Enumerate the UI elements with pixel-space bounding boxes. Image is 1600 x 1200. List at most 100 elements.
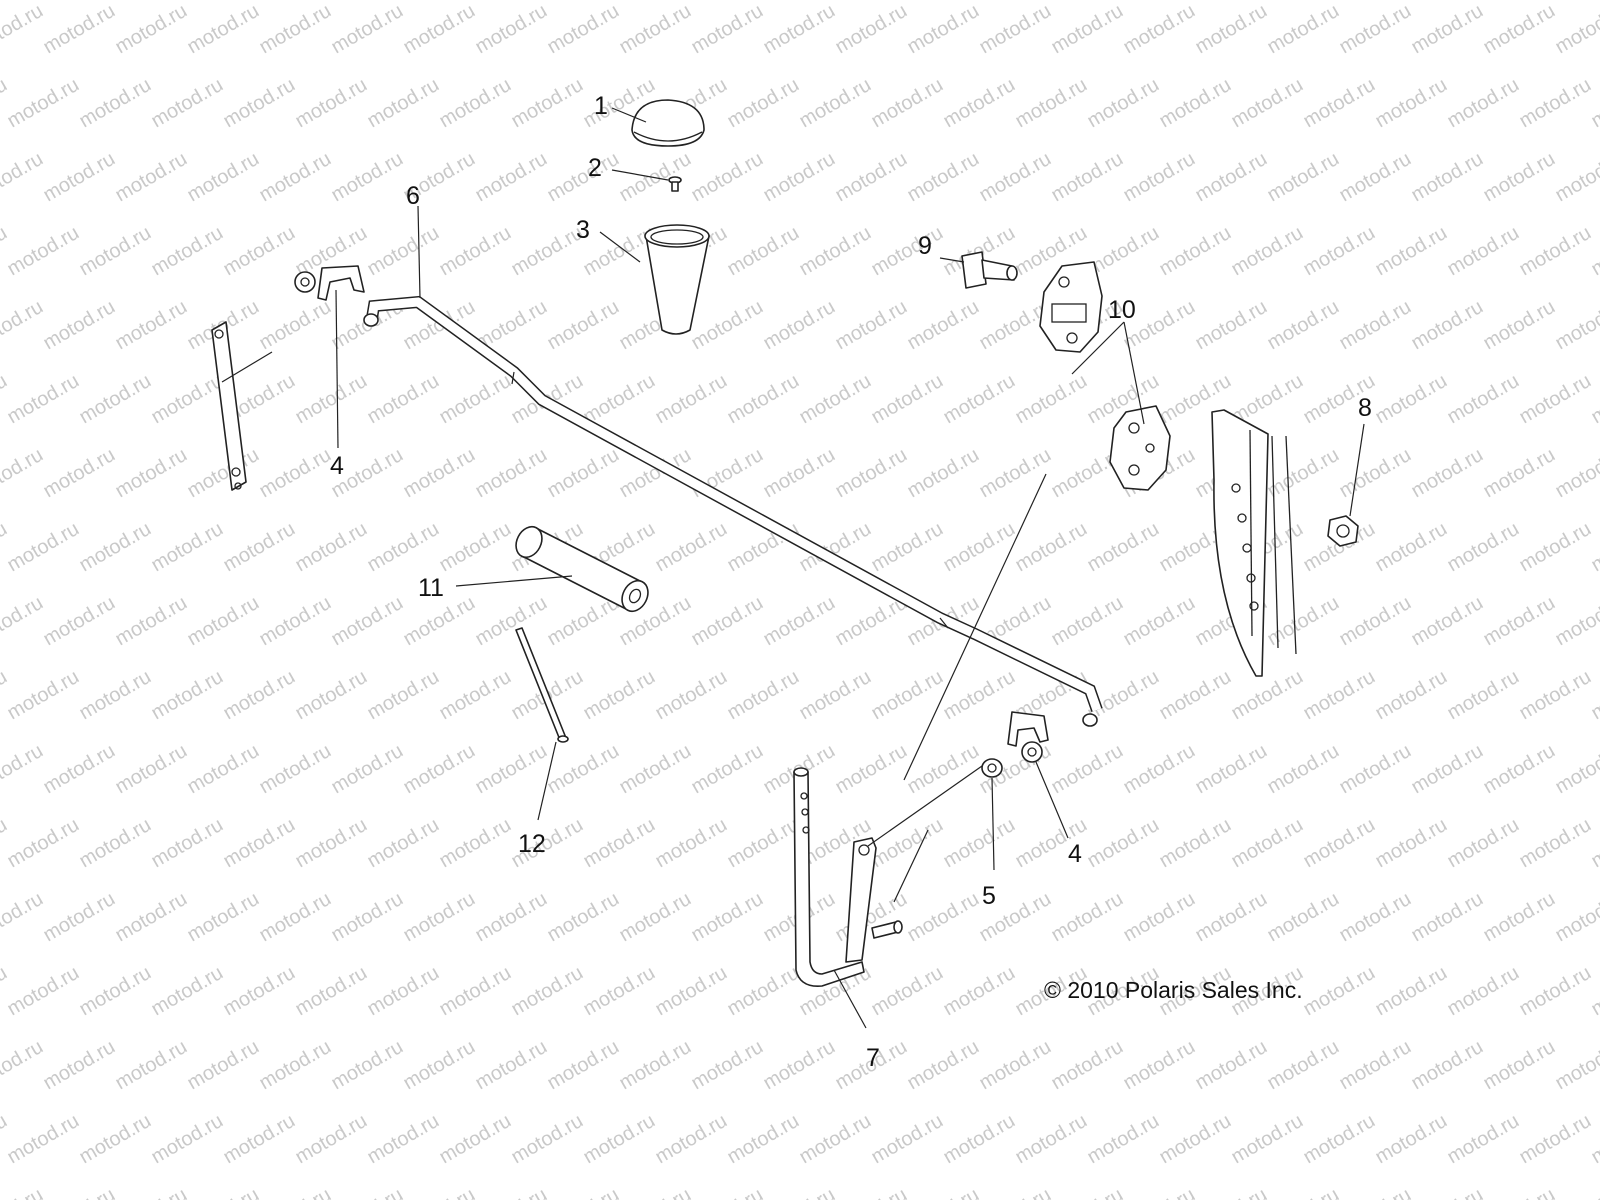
watermark-text: motod.ru [1012, 74, 1091, 133]
watermark-text: motod.ru [1192, 740, 1271, 799]
watermark-text: motod.ru [832, 888, 911, 947]
watermark-text: motod.ru [1264, 1036, 1343, 1095]
watermark-text: motod.ru [580, 666, 659, 725]
watermark-text: motod.ru [472, 888, 551, 947]
watermark-text: motod.ru [220, 518, 299, 577]
watermark-text: motod.ru [292, 370, 371, 429]
watermark-text: motod.ru [364, 814, 443, 873]
watermark-text: motod.ru [40, 592, 119, 651]
watermark-text: motod.ru [616, 1036, 695, 1095]
watermark-text: motod.ru [940, 518, 1019, 577]
watermark-text: motod.ru [364, 518, 443, 577]
watermark-text: motod.ru [364, 666, 443, 725]
watermark-text: motod.ru [1408, 0, 1487, 58]
watermark-text: motod.ru [832, 740, 911, 799]
watermark-text: motod.ru [1552, 444, 1600, 503]
callout-3: 3 [576, 216, 590, 244]
watermark-text: motod.ru [292, 962, 371, 1021]
callout-2: 2 [588, 154, 602, 182]
watermark-text: motod.ru [1372, 370, 1451, 429]
mounting-plate [1211, 409, 1297, 677]
callout-8: 8 [1358, 394, 1372, 422]
watermark-text: motod.ru [796, 1110, 875, 1169]
watermark-text: motod.ru [472, 1184, 551, 1200]
watermark-text: motod.ru [1156, 222, 1235, 281]
watermark-text: motod.ru [328, 592, 407, 651]
callout-6: 6 [406, 182, 420, 210]
watermark-text: motod.ru [760, 148, 839, 207]
watermark-text: motod.ru [256, 592, 335, 651]
watermark-text: motod.ru [1120, 592, 1199, 651]
watermark-text: motod.ru [724, 222, 803, 281]
watermark-text: motod.ru [1012, 370, 1091, 429]
callout-9: 9 [918, 232, 932, 260]
watermark-text: motod.ru [1264, 148, 1343, 207]
watermark-text: motod.ru [940, 814, 1019, 873]
watermark-text: motod.ru [256, 444, 335, 503]
watermark-text: motod.ru [220, 74, 299, 133]
watermark-text: motod.ru [904, 296, 983, 355]
part-2-screw [668, 176, 682, 192]
watermark-text: motod.ru [1552, 0, 1600, 58]
watermark-text: motod.ru [1048, 148, 1127, 207]
watermark-text: motod.ru [256, 740, 335, 799]
watermark-text: motod.ru [868, 962, 947, 1021]
watermark-text: motod.ru [616, 740, 695, 799]
watermark-text: motod.ru [1228, 666, 1307, 725]
watermark-text: motod.ru [616, 0, 695, 58]
watermark-text: motod.ru [976, 444, 1055, 503]
watermark-text: motod.ru [1588, 962, 1600, 1021]
watermark-text: motod.ru [688, 0, 767, 58]
watermark-text: motod.ru [292, 518, 371, 577]
watermark-text: motod.ru [616, 148, 695, 207]
watermark-text: motod.ru [112, 1184, 191, 1200]
watermark-text: motod.ru [544, 444, 623, 503]
watermark-text: motod.ru [1552, 1036, 1600, 1095]
watermark-text: motod.ru [1552, 1184, 1600, 1200]
watermark-text: motod.ru [1048, 1036, 1127, 1095]
watermark-text: motod.ru [4, 74, 83, 133]
watermark-text: motod.ru [0, 740, 47, 799]
watermark-text: motod.ru [1480, 592, 1559, 651]
watermark-text: motod.ru [0, 888, 47, 947]
callout-12: 12 [518, 830, 546, 858]
watermark-text: motod.ru [904, 444, 983, 503]
watermark-text: motod.ru [544, 148, 623, 207]
watermark-text: motod.ru [796, 222, 875, 281]
watermark-text: motod.ru [688, 740, 767, 799]
watermark-text: motod.ru [1084, 518, 1163, 577]
watermark-text: motod.ru [1408, 1184, 1487, 1200]
callout-5: 5 [982, 882, 996, 910]
copyright-notice: © 2010 Polaris Sales Inc. [1044, 977, 1303, 1003]
watermark-text: motod.ru [508, 962, 587, 1021]
watermark-text: motod.ru [652, 666, 731, 725]
watermark-text: motod.ru [184, 888, 263, 947]
watermark-text: motod.ru [472, 0, 551, 58]
watermark-text: motod.ru [328, 148, 407, 207]
watermark-text: motod.ru [1408, 888, 1487, 947]
watermark-text: motod.ru [976, 1184, 1055, 1200]
watermark-text: motod.ru [436, 962, 515, 1021]
watermark-text: motod.ru [1444, 518, 1523, 577]
watermark-text: motod.ru [220, 814, 299, 873]
watermark-text: motod.ru [436, 74, 515, 133]
watermark-text: motod.ru [1444, 962, 1523, 1021]
part-1-cap [631, 99, 705, 147]
watermark-text: motod.ru [112, 148, 191, 207]
watermark-text: motod.ru [292, 814, 371, 873]
watermark-text: motod.ru [796, 370, 875, 429]
watermark-text: motod.ru [1048, 1184, 1127, 1200]
watermark-text: motod.ru [724, 1110, 803, 1169]
watermark-text: motod.ru [292, 1110, 371, 1169]
watermark-text: motod.ru [400, 0, 479, 58]
callout-11: 11 [418, 574, 444, 602]
watermark-text: motod.ru [1408, 740, 1487, 799]
watermark-text: motod.ru [1120, 888, 1199, 947]
watermark-text: motod.ru [1300, 962, 1379, 1021]
watermark-text: motod.ru [1336, 0, 1415, 58]
watermark-text: motod.ru [832, 296, 911, 355]
watermark-text: motod.ru [1516, 74, 1595, 133]
watermark-text: motod.ru [1300, 222, 1379, 281]
watermark-text: motod.ru [76, 962, 155, 1021]
